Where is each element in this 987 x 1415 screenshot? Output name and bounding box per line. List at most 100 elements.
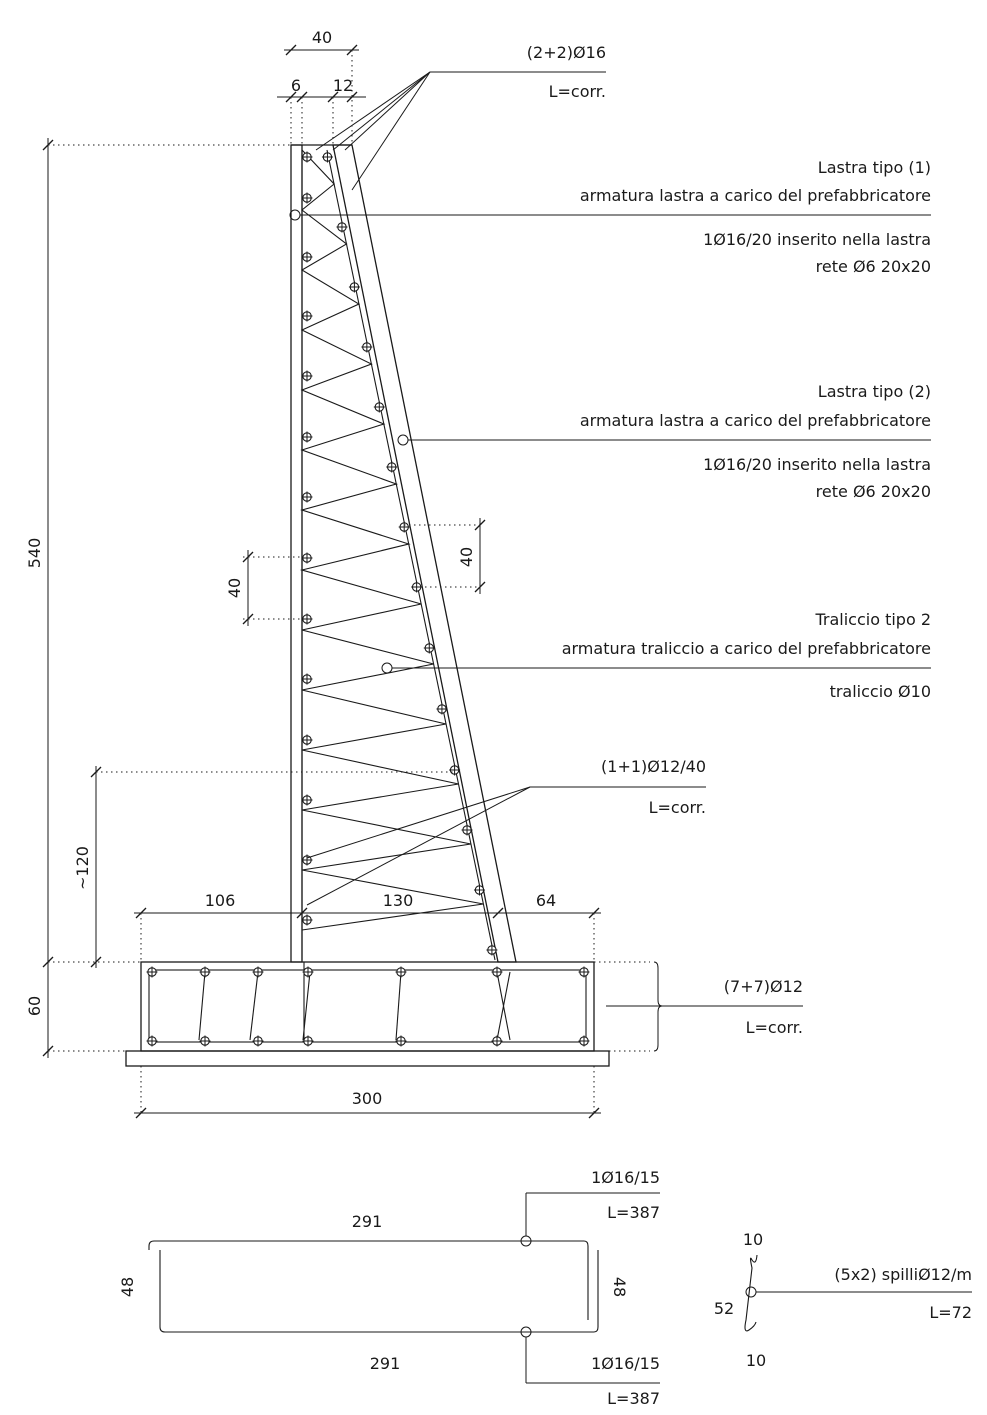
top-bars-label: (2+2)Ø16 (527, 43, 606, 62)
front-bar-section (301, 914, 313, 926)
truss-title: Traliccio tipo 2 (814, 610, 931, 629)
back-bar-section (461, 824, 473, 836)
footing-top-bar (578, 966, 590, 978)
front-slab-hatch (290, 144, 303, 963)
footing-cage (148, 969, 587, 1043)
dimension-tick (135, 1107, 147, 1119)
back-bar-section (473, 884, 485, 896)
dim-toe: 106 (205, 891, 236, 910)
dimension-tick (242, 613, 254, 625)
stirrup-lower (159, 1250, 599, 1333)
footing-outline (140, 961, 595, 1052)
dimension-tick (346, 44, 358, 56)
dimension-tick (588, 907, 600, 919)
front-bar-section (301, 613, 313, 625)
truss-zigzag (299, 149, 484, 931)
wall-stem (289, 144, 517, 963)
callout-labels: (2+2)Ø16 L=corr. Lastra tipo (1) armatur… (527, 43, 931, 1037)
front-bar-section (301, 251, 313, 263)
front-bar-section (301, 192, 313, 204)
dim-footing-height: 60 (25, 996, 44, 1016)
footing-stirrup-leg (249, 971, 259, 1041)
dim-top-right: 12 (333, 76, 353, 95)
footing-bar-dots (146, 966, 590, 1047)
front-bar-section (301, 854, 313, 866)
front-bar-section (301, 734, 313, 746)
back-bar-section (436, 703, 448, 715)
footing-bottom-bar (302, 1035, 314, 1047)
top-bars-length: L=corr. (549, 82, 606, 101)
dimension-tick (42, 139, 54, 151)
slab1-title: Lastra tipo (1) (818, 158, 931, 177)
footing-top-bar (491, 966, 503, 978)
pin-shape (744, 1254, 758, 1332)
dim-top-left: 6 (291, 76, 301, 95)
front-bar-section (301, 151, 313, 163)
dim-footing-width: 300 (352, 1089, 383, 1108)
dimension-tick (285, 44, 297, 56)
footing-top-bar (302, 966, 314, 978)
footing-top-bar (199, 966, 211, 978)
back-slab-hatch (332, 144, 517, 963)
dimension-tick (242, 551, 254, 563)
footing-top-bar (252, 966, 264, 978)
dimension-lines (42, 44, 601, 1119)
stirrup-top-length: 291 (352, 1212, 383, 1231)
dimension-tick (296, 91, 308, 103)
slab2-title: Lastra tipo (2) (818, 382, 931, 401)
back-bar-section (361, 341, 373, 353)
back-bar-section (373, 401, 385, 413)
pin-top-hook: 10 (743, 1230, 763, 1249)
dimension-tick (588, 1107, 600, 1119)
dim-top-width: 40 (312, 28, 332, 47)
slab1-mesh: rete Ø6 20x20 (816, 257, 931, 276)
stirrup-top-length-label: L=387 (607, 1203, 660, 1222)
footing-stirrup-leg (198, 971, 206, 1041)
slab1-note: armatura lastra a carico del prefabbrica… (580, 186, 931, 205)
dim-truss-spacing-left: 40 (225, 578, 244, 598)
front-bar-section (301, 370, 313, 382)
front-bar-section (301, 491, 313, 503)
dimension-tick (346, 91, 358, 103)
stirrup-top-label: 1Ø16/15 (591, 1168, 660, 1187)
stirrup-bottom-label: 1Ø16/15 (591, 1354, 660, 1373)
stirrup-upper (148, 1240, 589, 1320)
footing-stirrup-leg (395, 971, 402, 1041)
front-bar-section (301, 431, 313, 443)
back-bar-section (336, 221, 348, 233)
stirrup-bottom-length-label: L=387 (607, 1389, 660, 1408)
footing-bars-label: (7+7)Ø12 (724, 977, 803, 996)
dimension-tick (296, 907, 308, 919)
starter-bars-label: (1+1)Ø12/40 (601, 757, 706, 776)
back-bar-section (321, 151, 333, 163)
lean-concrete-layer (125, 1050, 610, 1067)
pin-label: (5x2) spilliØ12/m (834, 1265, 972, 1284)
footing-stirrup-leg (496, 971, 511, 1041)
front-bar-section (301, 552, 313, 564)
dimension-tick (285, 91, 297, 103)
stirrup-bottom-length: 291 (370, 1354, 401, 1373)
dim-truss-spacing-right: 40 (457, 547, 476, 567)
footing-bottom-bar (491, 1035, 503, 1047)
slab2-mesh: rete Ø6 20x20 (816, 482, 931, 501)
dim-heel-middle: 130 (383, 891, 414, 910)
dimension-tick (42, 1045, 54, 1057)
back-bar-section (423, 642, 435, 654)
front-bar-section (301, 310, 313, 322)
back-bar-section (348, 281, 360, 293)
truss-marker (381, 662, 393, 674)
footing-bottom-bar (252, 1035, 264, 1047)
slab2-note: armatura lastra a carico del prefabbrica… (580, 411, 931, 430)
back-bar-section (486, 944, 498, 956)
dimension-labels: 40 6 12 540 ~120 40 40 60 106 130 64 300 (25, 28, 556, 1108)
slab2-bar: 1Ø16/20 inserito nella lastra (703, 455, 931, 474)
dim-heel-end: 64 (536, 891, 556, 910)
dimension-tick (474, 519, 486, 531)
stirrup-detail: 291 291 48 48 1Ø16/15 L=387 1Ø16/15 L=38… (118, 1168, 660, 1408)
pin-length-label: L=72 (929, 1303, 972, 1322)
footing-top-bar (146, 966, 158, 978)
dim-lap-length: ~120 (73, 846, 92, 890)
dimension-tick (474, 581, 486, 593)
